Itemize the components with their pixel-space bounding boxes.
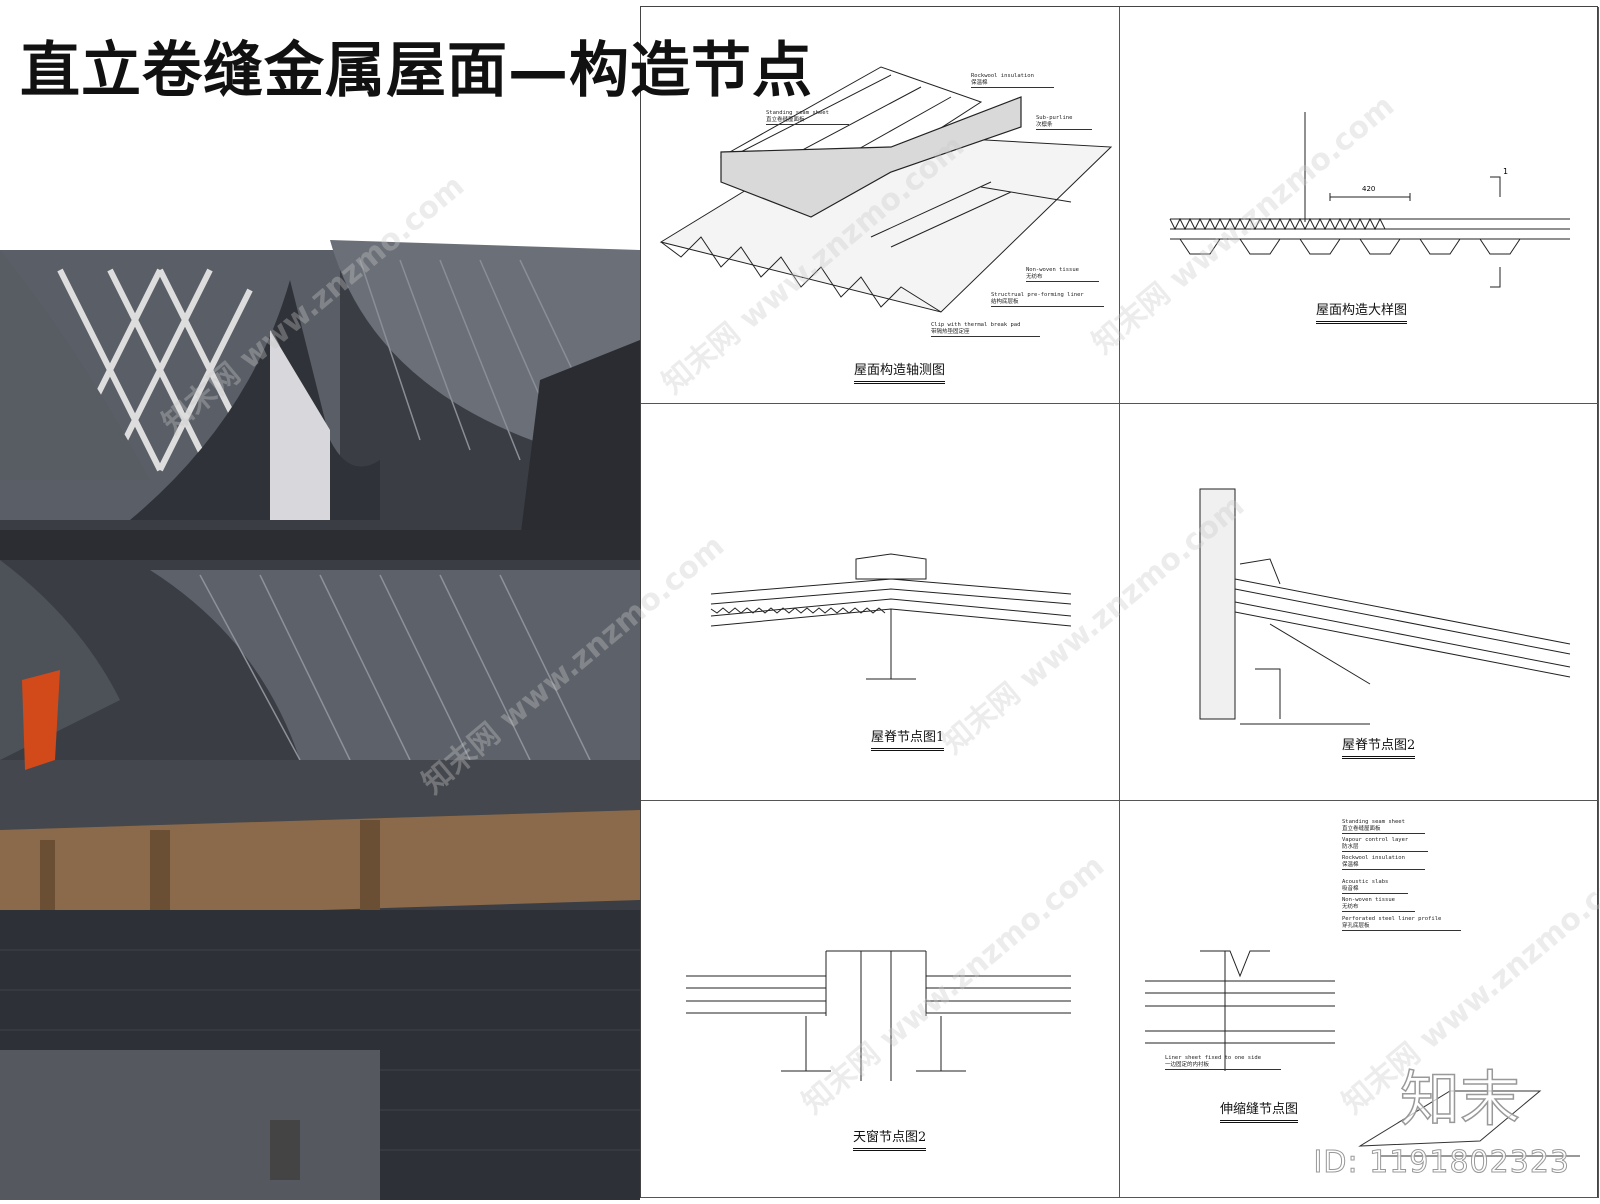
caption: 屋面构造轴测图 — [854, 359, 946, 384]
dimension-420: 420 — [1362, 185, 1376, 193]
caption: 屋脊节点图2 — [1342, 734, 1416, 759]
skylight-drawing — [686, 950, 1071, 1081]
panel-ridge-2: 屋脊节点图2 — [1120, 404, 1599, 801]
roof-photo — [0, 0, 640, 1200]
panel-ridge-1: 屋脊节点图1 — [641, 404, 1120, 801]
panel-roof-detail: 420 1 屋面构造大样图 — [1120, 7, 1599, 404]
caption: 伸缩缝节点图 — [1220, 1098, 1299, 1123]
section-mark: 1 — [1503, 167, 1509, 176]
ridge-1-drawing — [710, 553, 1072, 680]
page-title: 直立卷缝金属屋面—构造节点 — [20, 36, 813, 106]
panel-skylight: 天窗节点图2 — [641, 801, 1120, 1198]
caption: 屋面构造大样图 — [1316, 299, 1408, 324]
watermark-logo: 知末 — [1399, 1064, 1521, 1136]
axonometric-drawing — [659, 66, 1113, 313]
roof-section-drawing — [1169, 112, 1570, 288]
watermark-id: ID: 1191802323 — [1313, 1145, 1570, 1181]
ridge-2-drawing — [1199, 488, 1571, 725]
caption: 天窗节点图2 — [853, 1126, 927, 1151]
caption: 屋脊节点图1 — [871, 726, 945, 751]
expansion-joint-drawing — [1145, 950, 1580, 1157]
